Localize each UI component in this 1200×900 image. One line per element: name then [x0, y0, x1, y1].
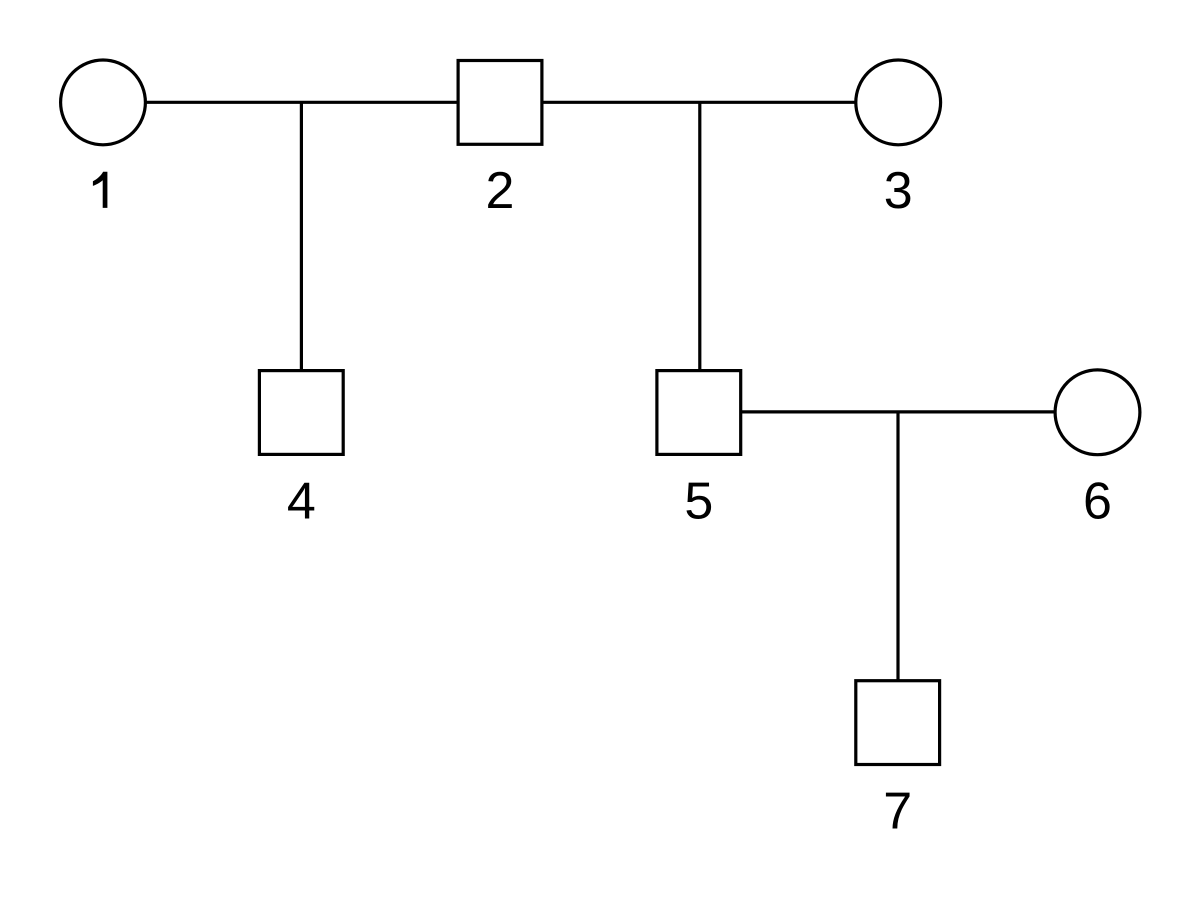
svg-text:7: 7: [883, 783, 912, 841]
svg-text:2: 2: [486, 162, 515, 220]
svg-text:3: 3: [884, 162, 913, 220]
svg-text:5: 5: [684, 473, 713, 531]
svg-text:4: 4: [287, 473, 316, 531]
svg-text:6: 6: [1083, 473, 1112, 531]
